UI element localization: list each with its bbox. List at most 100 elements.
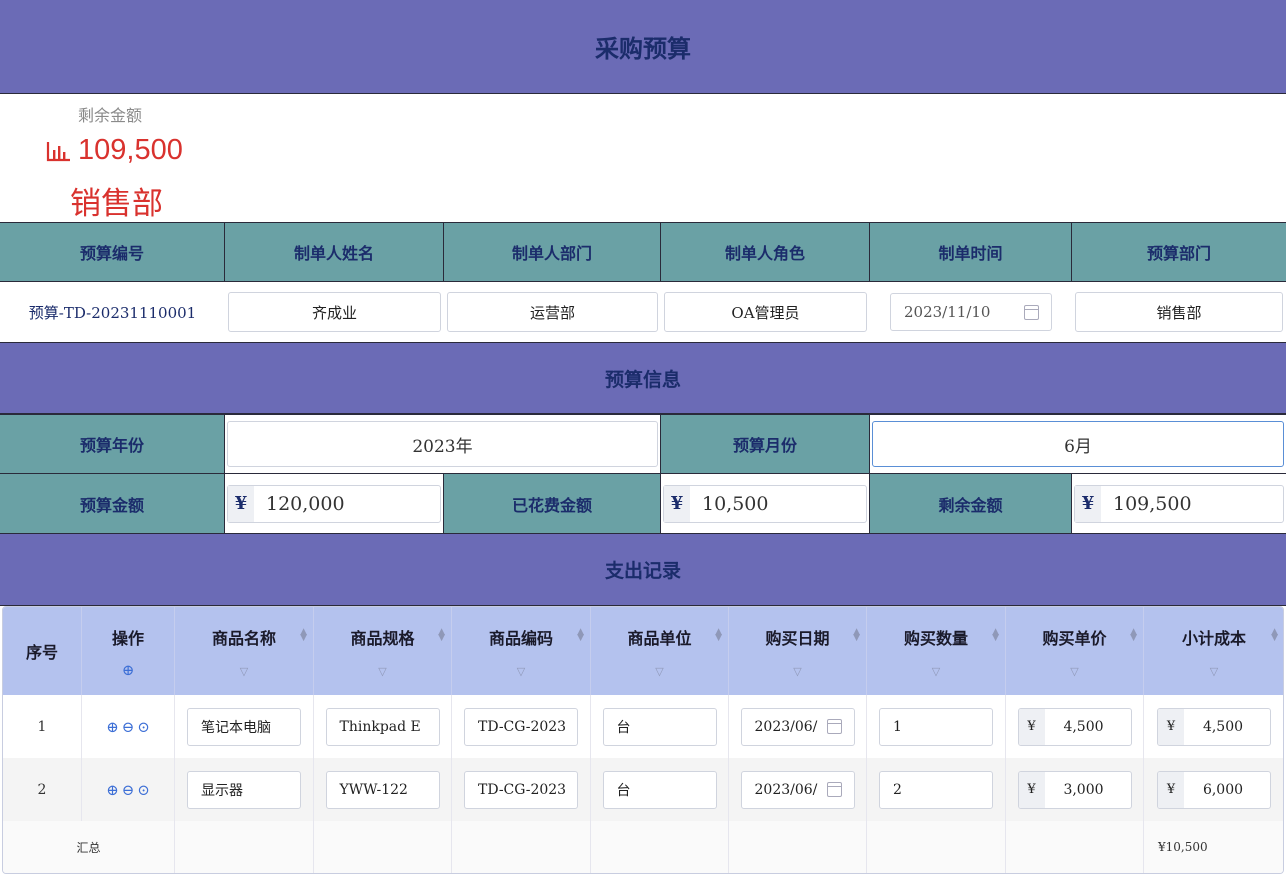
expand-icon[interactable]: ⊙	[137, 780, 150, 799]
budget-month-select[interactable]: 6月	[872, 421, 1284, 467]
header-budget-no: 预算编号	[0, 223, 225, 281]
budget-year-select[interactable]: 2023年	[227, 421, 658, 467]
calendar-icon	[826, 782, 842, 797]
subtotal-value: 4,500	[1202, 718, 1244, 735]
budget-period-row: 预算年份 2023年 预算月份 6月	[0, 414, 1286, 474]
add-icon[interactable]: ⊕	[106, 717, 119, 736]
col-header-label: 操作	[111, 629, 144, 648]
col-header-name[interactable]: 商品名称 ▲▼ ▽	[175, 607, 314, 695]
yuan-icon: ¥	[1018, 771, 1045, 808]
sort-icon[interactable]: ▲▼	[715, 627, 722, 643]
product-name-input[interactable]: 显示器	[187, 770, 301, 809]
summary-row-label: 汇总	[3, 821, 175, 873]
filter-icon[interactable]: ▽	[516, 665, 526, 678]
remove-icon[interactable]: ⊖	[121, 717, 135, 736]
purchase-date-picker[interactable]: 2023/06/	[740, 770, 855, 809]
summary-cell	[314, 821, 452, 873]
purchase-date-picker[interactable]: 2023/06/	[740, 707, 855, 746]
subtotal-input[interactable]: ¥6,000	[1157, 770, 1271, 809]
remove-icon[interactable]: ⊖	[121, 780, 135, 799]
add-row-icon[interactable]: ⊕	[121, 661, 135, 679]
spent-amount-field[interactable]: ¥ 10,500	[663, 484, 867, 523]
col-header-unit[interactable]: 商品单位 ▲▼ ▽	[591, 607, 729, 695]
create-date-picker[interactable]: 2023/11/10	[890, 293, 1052, 331]
sort-icon[interactable]: ▲▼	[1271, 627, 1278, 643]
col-header-label: 商品规格	[350, 629, 415, 648]
creator-role-field[interactable]: OA管理员	[664, 292, 867, 332]
budget-no-value: 预算-TD-20231110001	[28, 303, 197, 322]
subtotal-input[interactable]: ¥4,500	[1157, 707, 1271, 746]
purchase-date-value: 2023/06/	[754, 718, 818, 735]
col-header-date[interactable]: 购买日期▲▼▽	[729, 607, 867, 695]
sort-icon[interactable]: ▲▼	[300, 627, 307, 643]
col-header-qty[interactable]: 购买数量▲▼▽	[867, 607, 1006, 695]
purchase-qty-input[interactable]: 2	[879, 770, 993, 809]
filter-icon[interactable]: ▽	[931, 665, 941, 678]
filter-icon[interactable]: ▽	[1070, 665, 1079, 678]
budget-dept-field[interactable]: 销售部	[1075, 292, 1283, 332]
filter-icon[interactable]: ▽	[655, 665, 664, 678]
product-unit-input[interactable]: 台	[602, 707, 717, 746]
col-header-price[interactable]: 购买单价 ▲▼ ▽	[1006, 607, 1144, 695]
summary-amount-value: 109,500	[78, 134, 183, 166]
calendar-icon	[826, 719, 842, 734]
unit-price-input[interactable]: ¥4,500	[1017, 707, 1132, 746]
product-name-input[interactable]: 笔记本电脑	[187, 707, 301, 746]
unit-price-value: 3,000	[1063, 781, 1104, 798]
sort-icon[interactable]: ▲▼	[438, 627, 445, 643]
col-header-label: 商品编码	[488, 629, 553, 648]
product-unit-input[interactable]: 台	[602, 770, 717, 809]
sort-icon[interactable]: ▲▼	[992, 627, 999, 643]
col-header-code[interactable]: 商品编码 ▲▼ ▽	[452, 607, 591, 695]
col-header-label: 商品名称	[211, 629, 276, 648]
yuan-icon: ¥	[1158, 771, 1184, 808]
unit-price-input[interactable]: ¥3,000	[1017, 770, 1132, 809]
budget-info-banner: 预算信息	[0, 342, 1286, 414]
row-no: 2	[3, 758, 82, 821]
sort-icon[interactable]: ▲▼	[577, 627, 584, 643]
row-ops: ⊕⊖⊙	[106, 718, 150, 736]
yuan-icon: ¥	[664, 485, 690, 522]
filter-icon[interactable]: ▽	[1209, 665, 1219, 678]
remain-amount-label: 剩余金额	[870, 474, 1072, 533]
product-spec-input[interactable]: YWW-122	[325, 770, 440, 809]
summary-label: 剩余金额	[78, 108, 143, 125]
budget-amount-label: 预算金额	[0, 474, 225, 533]
col-header-subtotal[interactable]: 小计成本▲▼▽	[1144, 607, 1283, 695]
creator-name-field[interactable]: 齐成业	[228, 292, 441, 332]
expense-table-header: 序号 操作 ⊕ 商品名称▲▼▽ 商品规格▲▼▽ 商品编码▲▼▽ 商品单位▲▼▽ …	[3, 607, 1283, 695]
filter-icon[interactable]: ▽	[239, 665, 249, 678]
product-spec-input[interactable]: Thinkpad E	[325, 707, 440, 746]
expense-title: 支出记录	[604, 560, 681, 582]
summary-cell	[729, 821, 867, 873]
subtotal-value: 6,000	[1202, 781, 1244, 798]
col-header-no: 序号	[3, 607, 82, 695]
sort-icon[interactable]: ▲▼	[1130, 627, 1137, 643]
header-creator-name: 制单人姓名	[225, 223, 444, 281]
filter-icon[interactable]: ▽	[793, 665, 802, 678]
purchase-date-value: 2023/06/	[754, 781, 818, 798]
row-ops: ⊕⊖⊙	[106, 781, 150, 799]
purchase-qty-input[interactable]: 1	[879, 707, 993, 746]
budget-month-label: 预算月份	[661, 415, 870, 473]
sort-icon[interactable]: ▲▼	[853, 627, 860, 643]
budget-amount-field[interactable]: ¥ 120,000	[227, 484, 441, 523]
budget-amount-value: 120,000	[266, 492, 345, 515]
creator-dept-field[interactable]: 运营部	[447, 292, 658, 332]
header-creator-dept: 制单人部门	[444, 223, 661, 281]
filter-icon[interactable]: ▽	[378, 665, 387, 678]
bar-chart-icon	[46, 141, 70, 161]
product-code-input[interactable]: TD-CG-2023	[464, 770, 578, 809]
col-header-spec[interactable]: 商品规格 ▲▼ ▽	[314, 607, 452, 695]
summary-cell	[591, 821, 729, 873]
summary-cell	[867, 821, 1006, 873]
col-header-label: 购买单价	[1042, 629, 1107, 648]
header-creator-role: 制单人角色	[661, 223, 870, 281]
remain-amount-field[interactable]: ¥ 109,500	[1074, 484, 1284, 523]
col-header-label: 商品单位	[627, 629, 692, 648]
header-create-time: 制单时间	[870, 223, 1072, 281]
summary-cell	[452, 821, 591, 873]
product-code-input[interactable]: TD-CG-2023	[464, 707, 578, 746]
expand-icon[interactable]: ⊙	[137, 717, 150, 736]
add-icon[interactable]: ⊕	[106, 780, 119, 799]
